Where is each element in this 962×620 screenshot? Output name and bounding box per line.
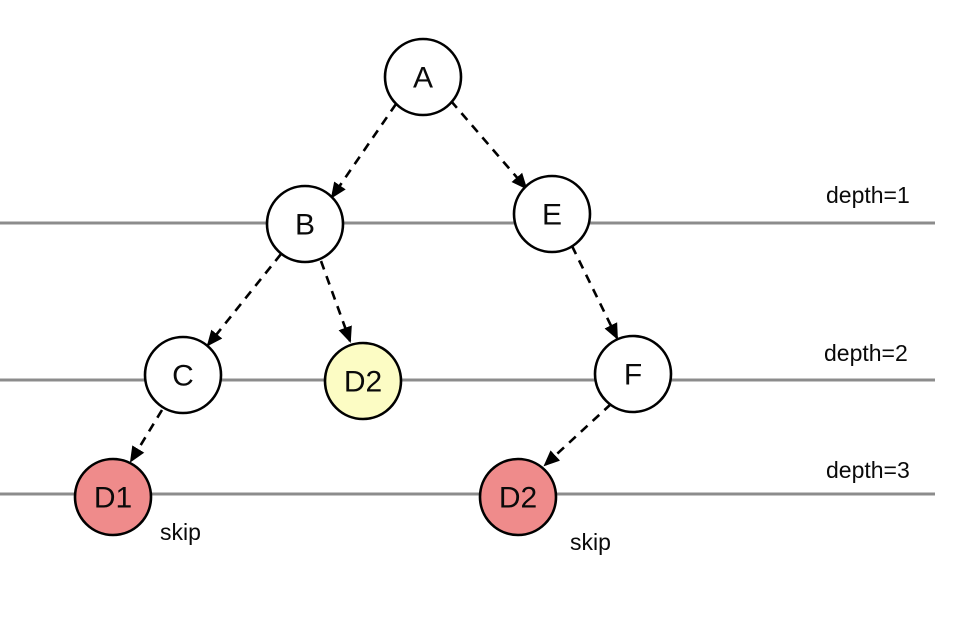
depth-label-1: depth=1 bbox=[826, 182, 910, 208]
node-E[interactable]: E bbox=[512, 174, 592, 254]
node-D1[interactable]: D1 bbox=[73, 457, 153, 537]
node-circle-A[interactable] bbox=[383, 37, 463, 117]
annotations-group: skip skip bbox=[160, 519, 611, 555]
node-circle-B[interactable] bbox=[265, 184, 345, 264]
depth-label-3: depth=3 bbox=[826, 457, 910, 483]
depth-label-2: depth=2 bbox=[824, 340, 908, 366]
node-circle-D1[interactable] bbox=[73, 457, 153, 537]
annotation-skip-right: skip bbox=[570, 529, 611, 555]
edge-B-to-D2y bbox=[319, 260, 352, 343]
node-circle-F[interactable] bbox=[593, 334, 673, 414]
edges-group bbox=[129, 100, 619, 467]
node-label-C: C bbox=[172, 360, 194, 393]
node-label-D1: D1 bbox=[94, 482, 132, 515]
edge-B-to-C bbox=[206, 253, 283, 347]
node-label-F: F bbox=[624, 359, 642, 392]
node-D2y[interactable]: D2 bbox=[323, 341, 403, 421]
node-label-B: B bbox=[295, 209, 315, 242]
node-circle-D2r[interactable] bbox=[478, 457, 558, 537]
edge-A-to-B bbox=[330, 103, 398, 199]
annotation-skip-left: skip bbox=[160, 519, 201, 545]
node-A[interactable]: A bbox=[383, 37, 463, 117]
edge-C-to-D1 bbox=[129, 409, 164, 463]
edge-F-to-D2r bbox=[543, 403, 612, 467]
node-circle-C[interactable] bbox=[143, 335, 223, 415]
node-label-D2r: D2 bbox=[499, 482, 537, 515]
node-F[interactable]: F bbox=[593, 334, 673, 414]
node-circle-E[interactable] bbox=[512, 174, 592, 254]
edge-E-to-F bbox=[570, 245, 619, 340]
node-D2r[interactable]: D2 bbox=[478, 457, 558, 537]
node-C[interactable]: C bbox=[143, 335, 223, 415]
node-B[interactable]: B bbox=[265, 184, 345, 264]
node-label-E: E bbox=[542, 199, 562, 232]
edge-A-to-E bbox=[450, 100, 528, 190]
depth-lines-group: depth=1 depth=2 depth=3 bbox=[0, 182, 935, 496]
node-label-A: A bbox=[413, 62, 433, 95]
node-circle-D2y[interactable] bbox=[323, 341, 403, 421]
node-label-D2y: D2 bbox=[344, 366, 382, 399]
nodes-group: A B E C D2 F D1 D2 bbox=[73, 37, 673, 537]
